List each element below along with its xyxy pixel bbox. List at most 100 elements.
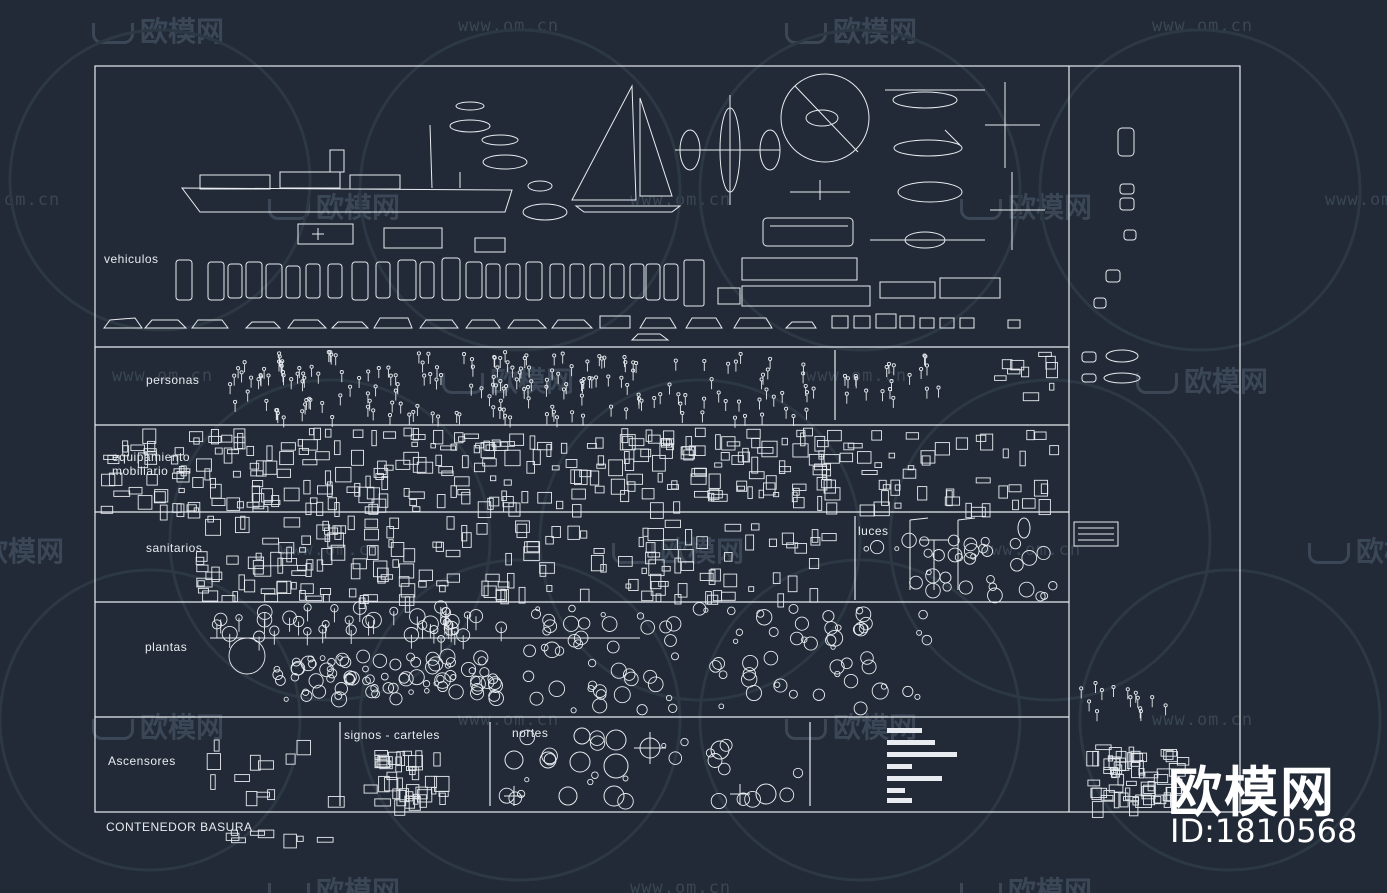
- plant-symbol: [1036, 545, 1051, 561]
- plant-symbol: [593, 684, 607, 698]
- furniture-symbol: [373, 560, 388, 578]
- furniture-symbol: [724, 552, 733, 562]
- furniture-symbol: [204, 468, 211, 481]
- furniture-symbol: [358, 486, 375, 504]
- plant-symbol: [448, 684, 464, 700]
- plant-symbol: [763, 650, 779, 666]
- furniture-symbol: [551, 526, 561, 538]
- furniture-symbol: [316, 836, 334, 843]
- person-symbol: [1135, 695, 1140, 700]
- furniture-symbol: [436, 494, 446, 509]
- furniture-symbol: [648, 434, 661, 444]
- label-north: nortes: [512, 726, 549, 740]
- person-symbol: [844, 391, 849, 396]
- plant-symbol: [680, 737, 689, 747]
- person-symbol: [348, 384, 353, 389]
- furniture-symbol: [723, 573, 738, 588]
- plant-symbol: [473, 650, 489, 666]
- person-symbol: [393, 373, 398, 378]
- sofa-icon: [442, 372, 484, 394]
- person-symbol: [514, 377, 519, 382]
- plant-symbol: [963, 543, 980, 559]
- plant-symbol: [624, 671, 639, 687]
- plant-symbol: [858, 623, 869, 634]
- furniture-symbol: [103, 454, 117, 460]
- person-symbol: [339, 370, 344, 375]
- furniture-symbol: [917, 486, 928, 501]
- furniture-symbol: [396, 789, 407, 807]
- furniture-symbol: [375, 760, 392, 768]
- sofa-icon: [1136, 372, 1178, 394]
- furniture-symbol: [291, 570, 307, 576]
- furniture-symbol: [221, 434, 233, 443]
- furniture-symbol: [246, 501, 260, 508]
- furniture-symbol: [208, 435, 222, 443]
- furniture-symbol: [403, 451, 419, 465]
- furniture-symbol: [714, 462, 723, 468]
- person-symbol: [302, 375, 307, 380]
- person-symbol: [623, 360, 628, 365]
- plant-symbol: [610, 662, 627, 679]
- furniture-symbol: [397, 777, 403, 790]
- watermark-logo: 欧模网: [442, 360, 574, 400]
- furniture-symbol: [299, 590, 306, 601]
- plant-symbol: [834, 670, 841, 678]
- furniture-symbol: [786, 542, 799, 549]
- furniture-symbol: [894, 484, 901, 491]
- person-symbol: [497, 406, 502, 412]
- furniture-symbol: [192, 477, 204, 488]
- plant-symbol: [981, 545, 994, 557]
- plant-symbol: [859, 616, 873, 631]
- furniture-symbol: [623, 451, 630, 464]
- plant-symbol: [636, 704, 648, 716]
- plant-symbol: [852, 623, 865, 636]
- furniture-symbol: [975, 477, 991, 484]
- plant-symbol: [542, 626, 552, 636]
- watermark-url: www.om.cn: [458, 710, 560, 730]
- person-symbol: [415, 403, 420, 408]
- furniture-symbol: [794, 543, 807, 554]
- person-symbol: [801, 362, 806, 367]
- plant-symbol: [855, 606, 872, 623]
- person-symbol: [517, 370, 522, 375]
- person-symbol: [503, 350, 508, 355]
- person-symbol: [757, 397, 762, 402]
- furniture-symbol: [843, 442, 855, 451]
- furniture-symbol: [1128, 746, 1135, 762]
- plant-symbol: [980, 536, 990, 546]
- plant-symbol: [918, 609, 928, 620]
- person-symbol: [886, 361, 892, 366]
- person-symbol: [329, 352, 334, 357]
- furniture-symbol: [823, 454, 840, 464]
- person-symbol: [376, 366, 381, 371]
- plant-symbol: [300, 689, 313, 702]
- person-symbol: [907, 372, 912, 377]
- person-symbol: [552, 353, 557, 358]
- person-symbol: [606, 374, 611, 379]
- furniture-symbol: [595, 437, 604, 449]
- furniture-symbol: [285, 753, 296, 765]
- furniture-symbol: [235, 516, 250, 534]
- person-symbol: [239, 370, 244, 375]
- plant-symbol: [275, 675, 286, 686]
- furniture-symbol: [490, 475, 497, 482]
- plant-symbol: [792, 767, 804, 779]
- plant-symbol: [732, 638, 739, 644]
- person-symbol: [702, 396, 707, 401]
- person-symbol: [658, 392, 663, 397]
- furniture-symbol: [481, 580, 489, 597]
- person-symbol: [266, 373, 271, 378]
- furniture-symbol: [153, 491, 166, 504]
- furniture-symbol: [1022, 498, 1036, 509]
- plant-symbol: [768, 627, 779, 637]
- furniture-symbol: [680, 561, 695, 571]
- furniture-symbol: [252, 493, 265, 510]
- furniture-symbol: [501, 490, 507, 501]
- plant-symbol: [601, 616, 618, 632]
- watermark-url: www.om.cn: [980, 540, 1082, 560]
- plant-symbol: [308, 673, 324, 689]
- person-symbol: [580, 413, 586, 418]
- furniture-symbol: [122, 445, 130, 457]
- furniture-symbol: [276, 580, 292, 594]
